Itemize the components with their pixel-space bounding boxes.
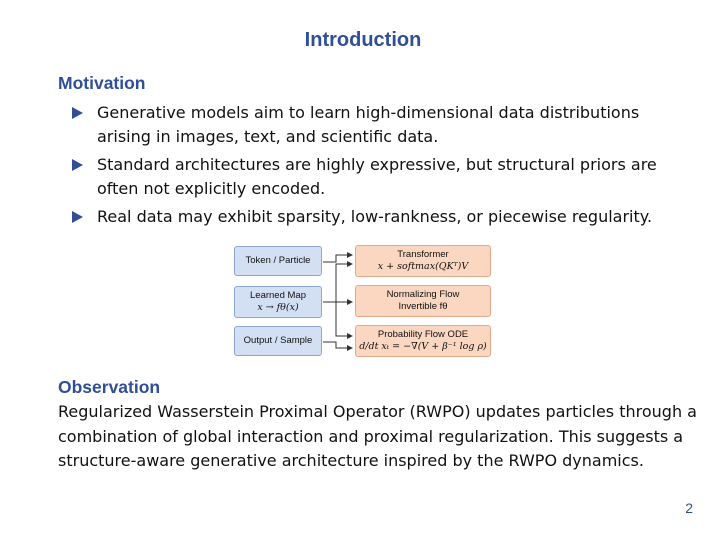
probability-flow-ode-box: Probability Flow ODE d/dt xₜ = −∇(V + β⁻… [355,325,491,357]
bullet-item: Standard architectures are highly expres… [72,153,692,201]
bullet-triangle-icon [72,107,83,119]
observation-paragraph: Regularized Wasserstein Proximal Operato… [58,402,697,470]
bullet-text: Real data may exhibit sparsity, low-rank… [97,207,653,226]
token-particle-box: Token / Particle [234,246,322,276]
box-label: Output / Sample [243,335,313,346]
bullet-text: Generative models aim to learn high-dime… [97,103,640,146]
box-label: Transformer [397,249,449,260]
bullet-triangle-icon [72,211,83,223]
diagram-arrows [323,252,353,351]
normalizing-flow-box: Normalizing Flow Invertible fθ [355,285,491,317]
box-label: Probability Flow ODE [377,329,469,340]
page-number: 2 [685,500,693,516]
slide-title: Introduction [304,29,422,51]
observation-heading: Observation [58,377,161,397]
box-label: Normalizing Flow [386,289,460,300]
box-formula: Invertible fθ [398,301,448,312]
learned-map-box: Learned Map x → fθ(x) [234,286,322,318]
bullet-item: Generative models aim to learn high-dime… [72,101,692,149]
box-formula: x → fθ(x) [257,302,299,313]
arrow-map-to-ode [323,301,353,339]
motivation-bullet-list: Generative models aim to learn high-dime… [72,101,692,233]
arrow-output-to-ode [323,341,353,351]
arrow-map-to-transformer [323,261,353,303]
box-label: Token / Particle [245,255,311,266]
box-label: Learned Map [250,290,306,301]
box-formula: x + softmax(QKᵀ)V [377,261,469,272]
motivation-heading: Motivation [58,73,146,93]
bullet-text: Standard architectures are highly expres… [97,155,657,198]
output-sample-box: Output / Sample [234,326,322,356]
box-formula: d/dt xₜ = −∇(V + β⁻¹ log ρ) [359,341,487,352]
architecture-diagram: Token / Particle Learned Map x → fθ(x) O… [228,240,498,362]
arrow-to-transformer [323,252,353,263]
bullet-item: Real data may exhibit sparsity, low-rank… [72,205,692,229]
transformer-box: Transformer x + softmax(QKᵀ)V [355,245,491,277]
bullet-triangle-icon [72,159,83,171]
